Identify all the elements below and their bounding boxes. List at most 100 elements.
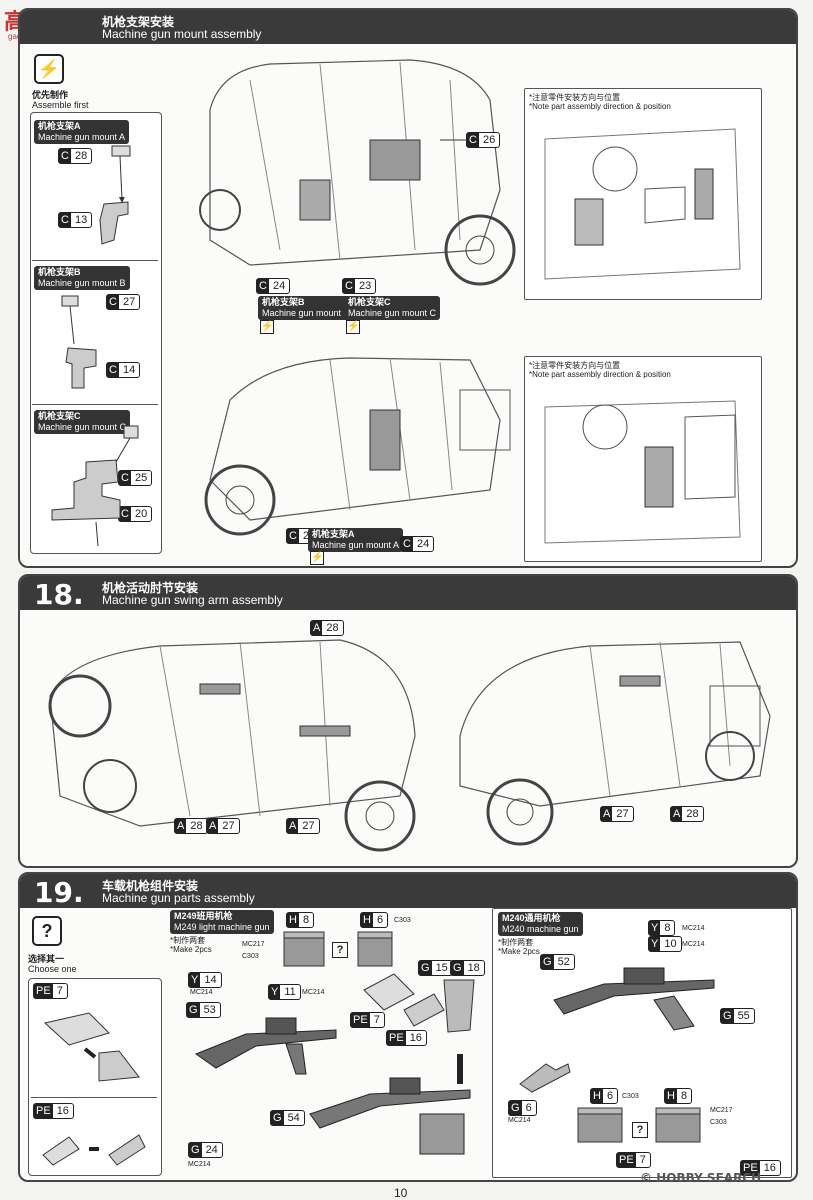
lightning-icon: ⚡	[310, 551, 324, 565]
mount-b-callout: 机枪支架B Machine gun mount B	[258, 296, 354, 320]
part-number: 16	[409, 1032, 422, 1044]
part-letter: G	[721, 1009, 734, 1023]
question-icon-small: ?	[632, 1122, 648, 1138]
part-letter: PE	[741, 1161, 760, 1175]
lightning-icon: ⚡	[34, 54, 64, 84]
part-letter: PE	[34, 984, 53, 998]
part-letter: G	[541, 955, 554, 969]
step18-header: 18. 机枪活动肘节安装 Machine gun swing arm assem…	[20, 576, 796, 611]
code-mc217-m240: MC217	[710, 1107, 733, 1114]
code-mc214-m240-2: MC214	[682, 941, 705, 948]
mount-a-cn: 机枪支架A	[38, 121, 81, 131]
code-mc214-2: MC214	[302, 989, 325, 996]
part-letter: G	[271, 1111, 284, 1125]
step19-header: 19. 车载机枪组件安装 Machine gun parts assembly	[20, 874, 796, 909]
m240-en: M240 machine gun	[502, 924, 579, 934]
note-en: *Note part assembly direction & position	[529, 102, 671, 111]
part-letter: G	[509, 1101, 522, 1115]
m249-cn: M249班用机枪	[174, 911, 233, 921]
detail-box-1: *注意零件安装方向与位置 *Note part assembly directi…	[524, 88, 762, 300]
part-letter: A	[175, 819, 187, 833]
code-mc217: MC217	[242, 941, 265, 948]
part-letter: H	[591, 1089, 603, 1103]
callout-cn: 机枪支架A	[312, 529, 355, 539]
part-number: 27	[302, 820, 315, 832]
part-number: 16	[763, 1162, 776, 1174]
question-icon-small: ?	[332, 942, 348, 958]
mount-a-callout: 机枪支架A Machine gun mount A	[308, 528, 404, 552]
part-letter: Y	[269, 985, 281, 999]
part-letter: C	[287, 529, 299, 543]
callout-cn: 机枪支架B	[262, 297, 305, 307]
mount-c-callout: 机枪支架C Machine gun mount C	[344, 296, 441, 320]
assemble-first-en: Assemble first	[32, 100, 89, 110]
part-letter: C	[107, 363, 119, 377]
step17-title-en: Machine gun mount assembly	[102, 27, 262, 41]
part-number: 6	[606, 1090, 614, 1102]
part-letter: C	[107, 295, 119, 309]
assemble-first-cn: 优先制作	[32, 90, 69, 100]
part-number: 7	[639, 1154, 646, 1166]
m240-cn: M240通用机枪	[502, 913, 561, 923]
part-number: 52	[557, 956, 570, 968]
part-number: 23	[358, 280, 372, 292]
part-letter: C	[401, 537, 413, 551]
question-icon: ?	[32, 916, 62, 946]
part-letter: C	[343, 279, 355, 293]
m249-gun-drawing	[194, 1017, 337, 1075]
m249-en: M249 light machine gun	[174, 922, 270, 932]
part-letter: H	[665, 1089, 677, 1103]
step19-title-en: Machine gun parts assembly	[102, 891, 255, 905]
part-letter: C	[59, 213, 71, 227]
part-letter: A	[311, 621, 323, 635]
part-number: 8	[302, 914, 310, 926]
step19-panel: 19. 车载机枪组件安装 Machine gun parts assembly …	[18, 872, 798, 1182]
code-mc214: MC214	[190, 989, 213, 996]
part-letter: C	[59, 149, 71, 163]
detail-drawing-2	[544, 400, 741, 544]
part-number: 55	[737, 1010, 750, 1022]
step19-title-cn: 车载机枪组件安装	[102, 879, 199, 893]
callout-en: Machine gun mount A	[312, 540, 400, 550]
mount-c-en: Machine gun mount C	[38, 422, 127, 432]
part-number: 28	[686, 808, 699, 820]
code-mc214-3: MC214	[188, 1161, 211, 1168]
mount-b-drawing	[61, 295, 97, 389]
pe16-drawing	[42, 1134, 146, 1166]
part-number: 27	[616, 808, 629, 820]
callout-cn: 机枪支架C	[348, 297, 391, 307]
part-number: 28	[326, 622, 339, 634]
part-number: 8	[664, 922, 671, 934]
code-c303: C303	[242, 953, 259, 960]
mount-b-cn: 机枪支架B	[38, 267, 81, 277]
step18-title-en: Machine gun swing arm assembly	[102, 593, 283, 607]
part-number: 28	[74, 150, 88, 162]
step19-number: 19.	[34, 876, 84, 909]
part-letter: C	[467, 133, 479, 147]
part-letter: G	[419, 961, 432, 975]
part-letter: PE	[351, 1013, 370, 1027]
part-number: 54	[287, 1112, 300, 1124]
